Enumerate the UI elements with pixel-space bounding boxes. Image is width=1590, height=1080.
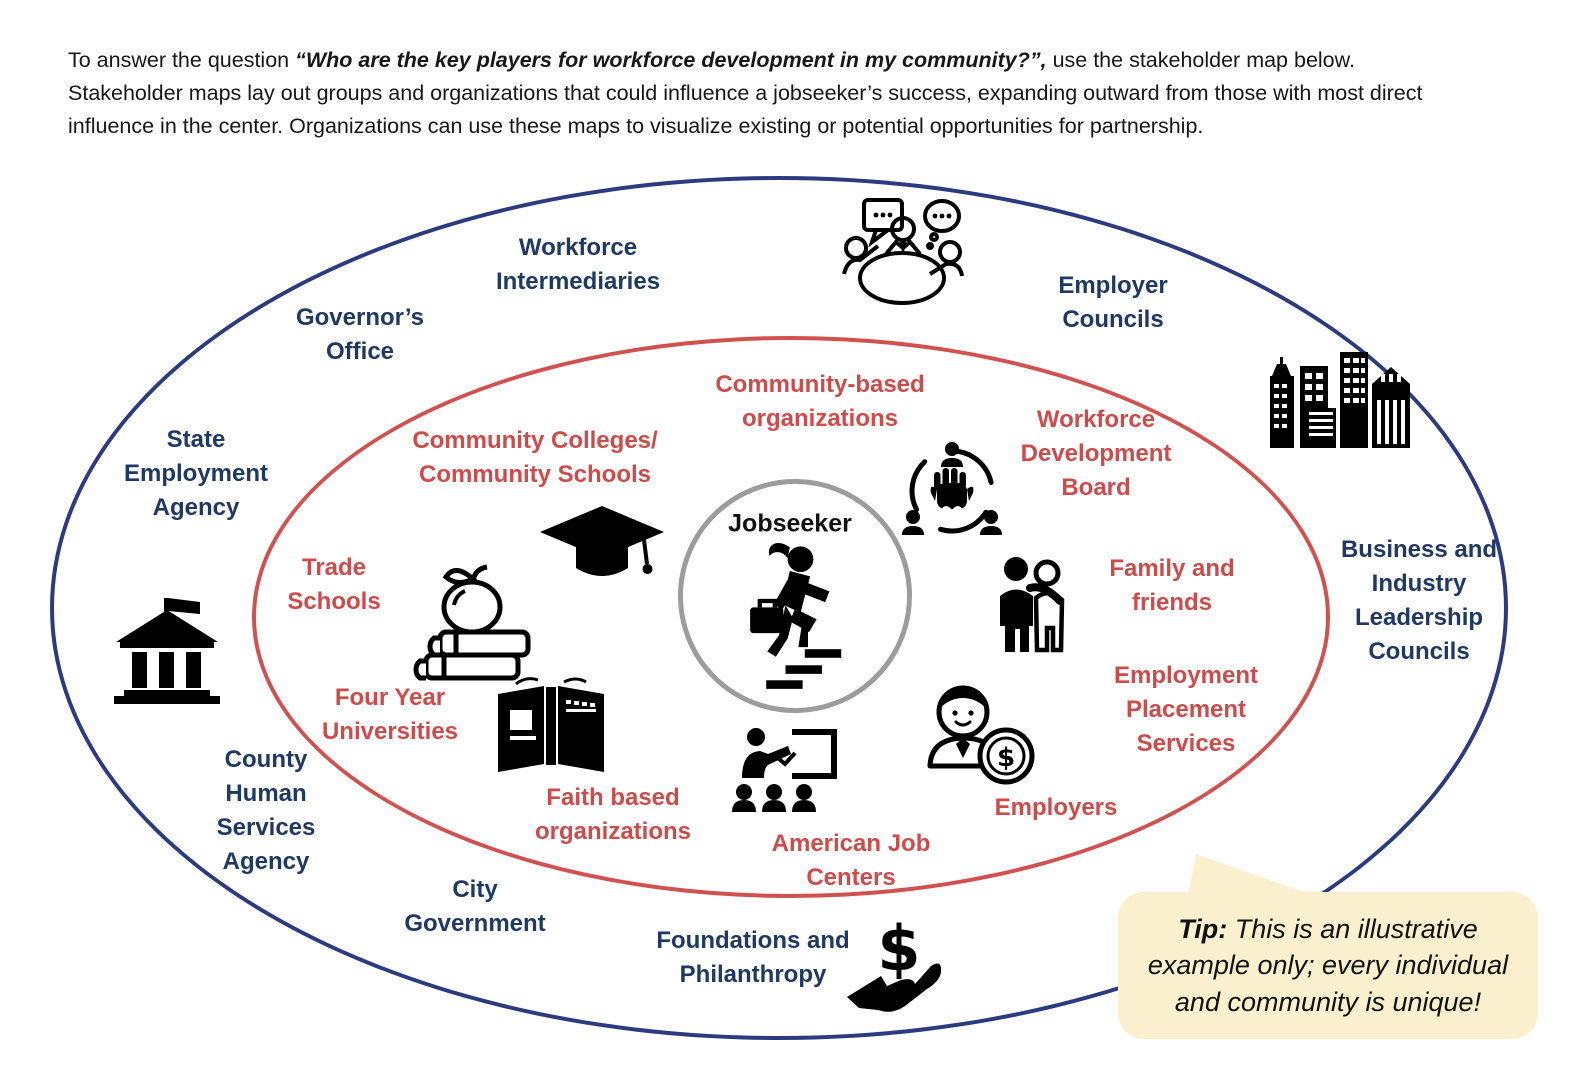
label-trade-schools: Trade Schools [287,553,381,615]
open-book-icon [498,677,604,772]
graduation-cap-icon [540,506,664,576]
tip-text: Tip: This is an illustrative example onl… [1133,911,1523,1020]
intro-question: “Who are the key players for workforce d… [295,47,1047,72]
city-skyline-icon [1270,352,1410,448]
label-workforce-development-board: Workforce Development Board [1020,405,1172,502]
intro-prefix: To answer the question [68,47,296,72]
teacher-presentation-icon [732,728,837,812]
label-business-industry-leadership-councils: Business and Industry Leadership Council… [1340,535,1498,666]
inner-stakeholder-ring [252,336,1330,898]
tip-callout-tail [1188,854,1312,895]
label-american-job-centers: American Job Centers [771,829,931,891]
label-community-based-organizations: Community-based organizations [715,370,925,432]
label-state-employment-agency: State Employment Agency [123,425,269,522]
svg-text:$: $ [997,743,1015,773]
jobseeker-label: Jobseeker [728,509,852,538]
community-hand-icon [902,442,1002,535]
hand-with-dollar-icon: $ [847,918,942,1012]
label-four-year-universities: Four Year Universities [321,683,459,745]
person-with-coin-icon: $ [927,685,1035,785]
tip-callout: Tip: This is an illustrative example onl… [1118,892,1538,1039]
government-building-icon [114,598,220,704]
label-foundations-and-philanthropy: Foundations and Philanthropy [656,926,850,988]
label-faith-based-organizations: Faith based organizations [534,783,692,845]
label-family-and-friends: Family and friends [1109,554,1235,616]
label-employment-placement-services: Employment Placement Services [1113,661,1259,758]
outer-stakeholder-ring [50,176,1508,1040]
meeting-discussion-icon [842,198,964,305]
family-hug-icon [1000,557,1065,653]
jobseeker-climbing-stairs-icon [750,542,842,689]
books-and-apple-icon [413,564,531,681]
label-county-human-services-agency: County Human Services Agency [216,745,316,876]
label-employers: Employers [994,793,1118,821]
label-governors-office: Governor’s Office [295,303,425,365]
label-workforce-intermediaries: Workforce Intermediaries [495,233,661,295]
tip-label: Tip: [1178,913,1228,944]
intro-paragraph: To answer the question “Who are the key … [68,44,1464,144]
label-employer-councils: Employer Councils [1058,271,1168,333]
tip-body: This is an illustrative example only; ev… [1147,913,1509,1017]
label-community-colleges-schools: Community Colleges/ Community Schools [412,426,658,488]
intro-suffix: use the stakeholder map below. Stakehold… [68,47,1423,139]
label-city-government: City Government [404,875,546,937]
svg-text:$: $ [877,918,920,985]
